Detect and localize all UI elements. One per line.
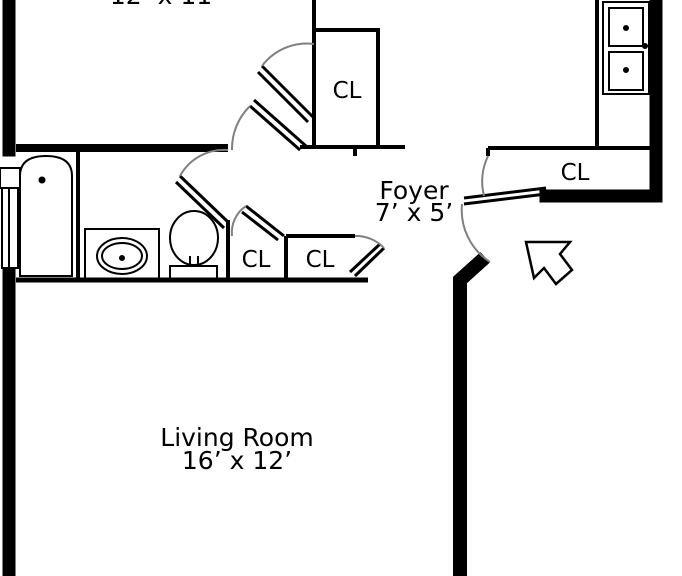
door-arcs — [179, 42, 491, 263]
closet-bath-right-label: CL — [306, 247, 335, 273]
kitchen-wall — [539, 0, 663, 203]
exterior-walls — [2, 0, 663, 576]
closet-upper-label: CL — [333, 78, 362, 104]
foyer-name-label: Foyer — [379, 176, 449, 205]
living-room-dims-label: 16’ x 12’ — [182, 446, 292, 475]
living-room-name-label: Living Room — [160, 423, 313, 452]
foyer-dims-label: 7’ x 5’ — [375, 198, 453, 227]
closet-right-label: CL — [561, 160, 590, 186]
bath-sink — [84, 228, 160, 281]
kitchen-sink — [602, 1, 650, 95]
bathtub — [19, 154, 73, 277]
bedroom-dims-label: 12’ x 11’ — [110, 0, 220, 10]
entry-wall — [453, 252, 490, 576]
entry-arrow-icon — [524, 240, 574, 286]
toilet — [169, 210, 219, 281]
interior-walls — [16, 0, 656, 283]
closet-bath-left-label: CL — [242, 247, 271, 273]
door-leaves — [174, 64, 547, 278]
upper-closet-wall — [314, 28, 380, 147]
bath-window — [0, 167, 21, 269]
